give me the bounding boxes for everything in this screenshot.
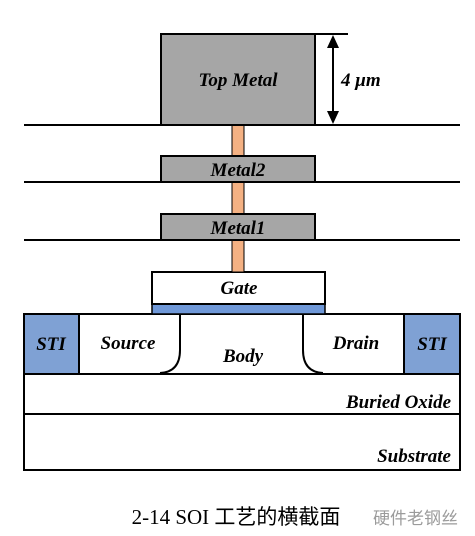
via-metal1-gate: [231, 239, 245, 273]
substrate-label: Substrate: [377, 446, 451, 467]
figure-caption: 2-14 SOI 工艺的横截面: [132, 505, 341, 529]
source-boundary: [159, 314, 181, 374]
sti-right-label: STI: [417, 334, 447, 355]
metal1-block: [160, 213, 316, 241]
dimension-arrow-down: [327, 111, 339, 124]
gate-oxide: [151, 303, 326, 315]
thickness-label: 4 μm: [340, 70, 381, 91]
drain-label: Drain: [332, 333, 379, 354]
dimension-arrow-up: [327, 35, 339, 48]
top-metal-label: Top Metal: [199, 70, 279, 91]
source-label: Source: [101, 333, 156, 354]
substrate-layer: [23, 413, 461, 471]
buried-oxide-label: Buried Oxide: [345, 392, 452, 413]
drain-boundary: [302, 314, 324, 374]
via-metal2-metal1: [231, 181, 245, 215]
top-metal-block: [160, 33, 316, 126]
gate-poly: [151, 271, 326, 305]
gate-label: Gate: [221, 278, 259, 299]
watermark-text: 硬件老钢丝: [373, 509, 458, 529]
body-label: Body: [222, 346, 264, 367]
metal2-block: [160, 155, 316, 183]
buried-oxide-layer: [23, 373, 461, 415]
sti-left-label: STI: [36, 334, 66, 355]
metal1-label: Metal1: [210, 218, 266, 239]
metal2-label: Metal2: [210, 160, 266, 181]
sti-left-region: [23, 313, 80, 375]
via-top-metal-metal2: [231, 124, 245, 157]
sti-right-region: [403, 313, 461, 375]
